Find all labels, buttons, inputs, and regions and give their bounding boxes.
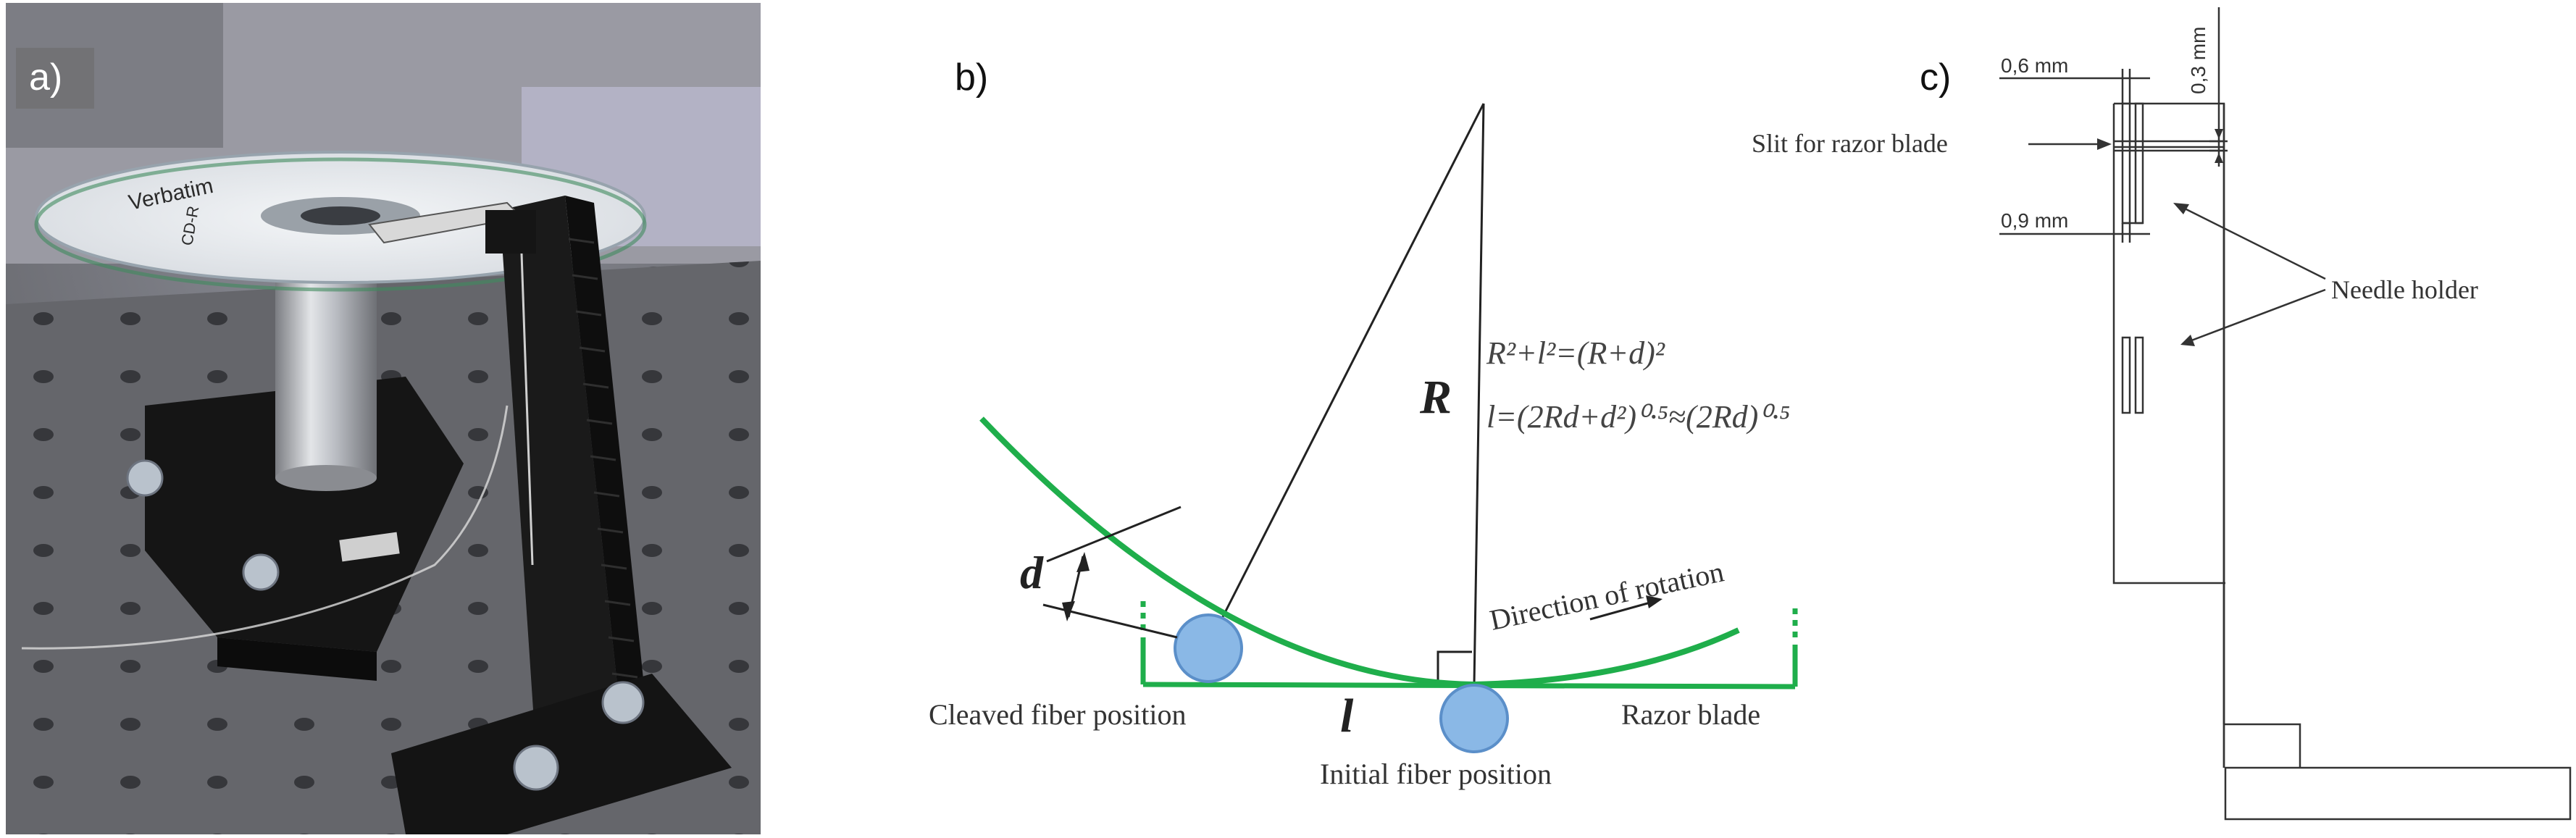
- needle-groove-left: [2121, 102, 2131, 225]
- cylinder-bottom: [275, 465, 377, 491]
- motor-base-edge: [217, 637, 377, 681]
- initial-label: Initial fiber position: [1320, 758, 1552, 790]
- slit-arrow-head: [2097, 138, 2112, 150]
- panel-b-label: b): [955, 56, 988, 99]
- cd-hole: [301, 206, 380, 225]
- cleaved-fiber-circle: [1174, 613, 1243, 683]
- optical-fiber: [21, 405, 509, 650]
- needle: [520, 253, 534, 566]
- needle-groove-right: [2134, 102, 2144, 225]
- slit-label: Slit for razor blade: [1752, 129, 1948, 158]
- panel-b-diagram: b) R d l R²+l²=(R+d)² l=(2Rd+d²)⁰·⁵≈(2Rd…: [929, 56, 1798, 790]
- dim-03-arrow-1: [2215, 129, 2223, 139]
- panel-c-label: c): [1920, 56, 1951, 99]
- holder-base: [2224, 766, 2572, 821]
- d-arrow-head-bottom: [1062, 601, 1075, 621]
- screw-4: [513, 745, 559, 791]
- screw-1: [126, 459, 164, 497]
- needle-arrow-1: [2180, 205, 2326, 280]
- cd-disc-edge: [34, 157, 647, 292]
- direction-arrow-head: [1646, 595, 1663, 608]
- motor-label: [339, 532, 400, 562]
- needle-arrow-2: [2187, 288, 2326, 343]
- hypotenuse-line: [1208, 103, 1485, 643]
- direction-arrow: [1589, 600, 1656, 621]
- initial-fiber-circle: [1439, 684, 1509, 753]
- panel-a-label: a): [29, 56, 62, 99]
- motor-base: [145, 377, 464, 652]
- screw-2: [242, 553, 280, 591]
- needle-arrow-head-1: [2173, 203, 2189, 214]
- holder-tower: [500, 196, 623, 753]
- direction-label: Direction of rotation: [1487, 555, 1727, 636]
- symbol-l: l: [1340, 690, 1354, 742]
- blade-clamp: [485, 210, 536, 254]
- d-dim-top: [1046, 506, 1182, 563]
- symbol-d: d: [1020, 547, 1044, 598]
- d-arrow-head-top: [1076, 552, 1090, 572]
- d-dim-bottom: [1042, 603, 1178, 639]
- needle-label: Needle holder: [2331, 275, 2478, 304]
- symbol-R: R: [1419, 371, 1452, 424]
- equation-1: R²+l²=(R+d)²: [1486, 335, 1665, 371]
- disc-arc: [979, 416, 1740, 688]
- dim-03-arrow-2: [2215, 153, 2223, 163]
- holder-tower-side: [565, 196, 648, 739]
- dim-03-label: 0,3 mm: [2187, 27, 2209, 94]
- panel-c-drawing: c) 0,6 mm 0,9 mm: [1752, 7, 2572, 821]
- dim-09-label: 0,9 mm: [2001, 209, 2068, 232]
- holder-step: [2224, 723, 2301, 768]
- tower-ribs: [568, 238, 638, 679]
- needle-slot-right: [2134, 336, 2144, 414]
- right-angle-mark: [1437, 650, 1472, 684]
- panel-a-label-bg: [16, 48, 94, 109]
- cleaved-label: Cleaved fiber position: [929, 698, 1186, 731]
- equation-2: l=(2Rd+d²)⁰·⁵≈(2Rd)⁰·⁵: [1486, 399, 1790, 435]
- needle-arrow-head-2: [2180, 335, 2195, 346]
- holder-outline-left: [2112, 104, 2225, 584]
- dim-06-label: 0,6 mm: [2001, 54, 2068, 77]
- motor-shaft-cylinder: [275, 246, 377, 478]
- needle-slot-left: [2121, 336, 2131, 414]
- holder-foot: [391, 674, 732, 834]
- radius-line: [1473, 103, 1485, 685]
- panel-a-photo: Verbatim CD-R a): [6, 3, 761, 834]
- screw-3: [601, 681, 645, 724]
- razor-label: Razor blade: [1621, 698, 1760, 731]
